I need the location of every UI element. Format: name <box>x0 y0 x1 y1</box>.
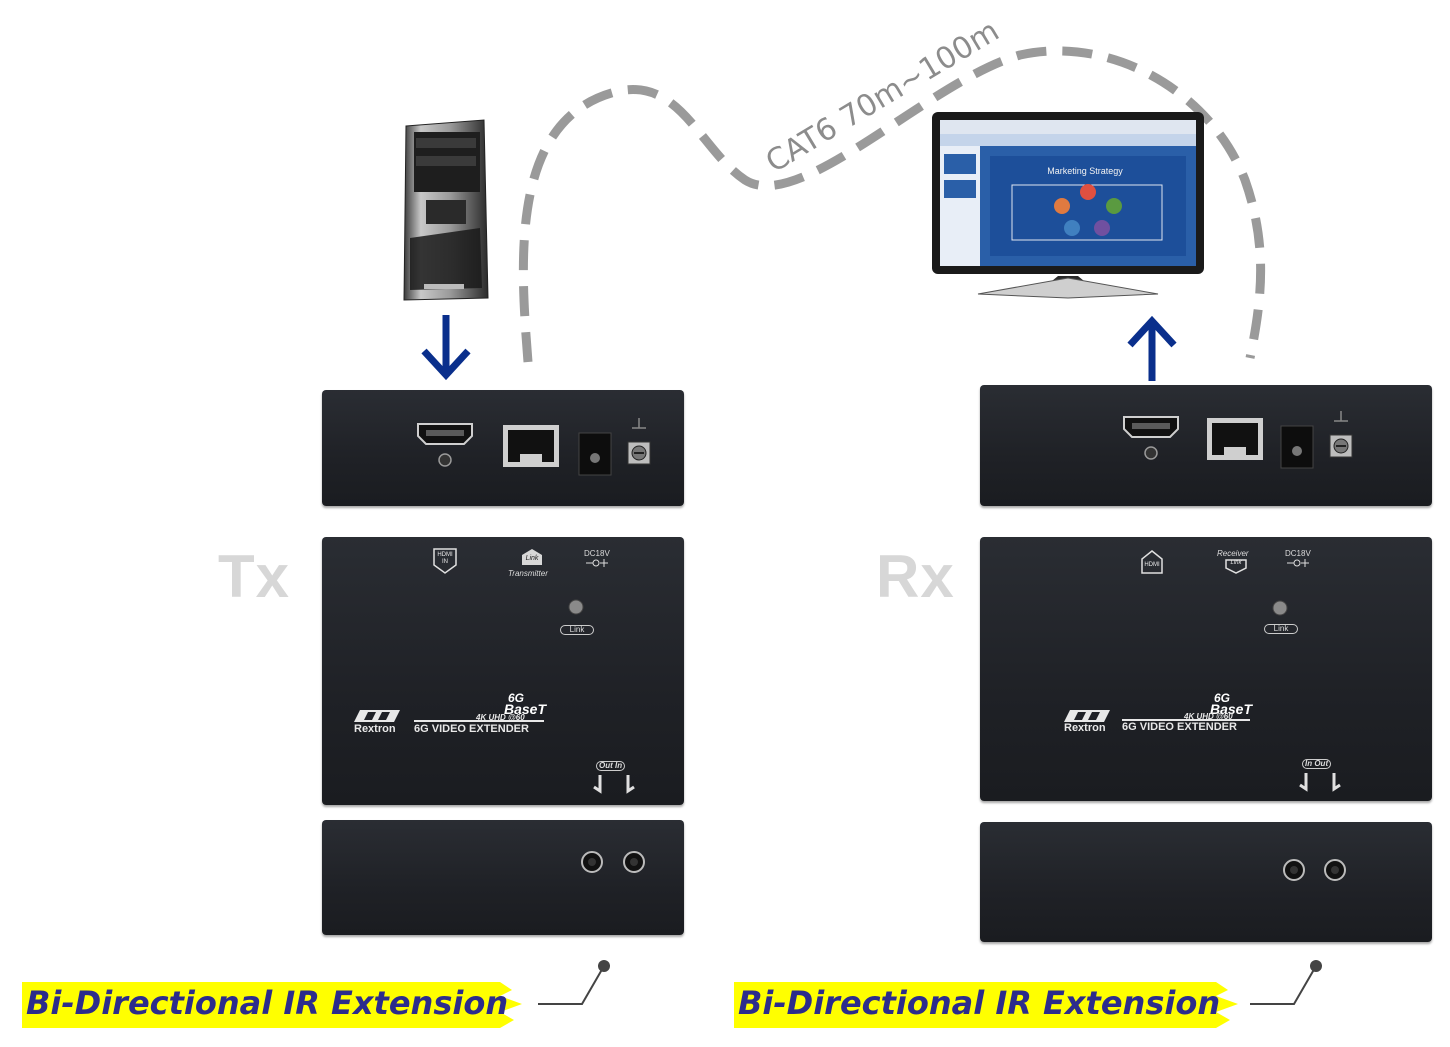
rx-top-panel: HDMI Receiver Link DC18V Link Rextron 6G… <box>980 537 1432 801</box>
rx-link-label: Link <box>1230 560 1242 566</box>
tx-ir-caption: Bi-Directional IR Extension <box>26 984 509 1022</box>
dc-power-jack-icon[interactable] <box>578 432 612 476</box>
ir-jack-out-icon[interactable] <box>1323 858 1347 882</box>
tx-hdmi-sub: IN <box>442 559 448 565</box>
rx-led-label: Link <box>1264 624 1298 634</box>
rx-hdmi-label: HDMI <box>1144 562 1160 568</box>
ground-screw-icon <box>1329 411 1353 458</box>
link-port-icon <box>522 549 542 565</box>
dc-power-jack-icon[interactable] <box>1280 425 1314 469</box>
tx-brand: Rextron <box>354 723 396 735</box>
rx-logo-res: 4K UHD @60 <box>1184 712 1233 721</box>
ir-jack-in-icon[interactable] <box>1282 858 1306 882</box>
tx-logo-res: 4K UHD @60 <box>476 713 525 722</box>
ir-jack-in-icon[interactable] <box>622 850 646 874</box>
tx-role-label: Transmitter <box>508 569 548 578</box>
tx-logo-top: 6G <box>508 691 525 705</box>
ir-jack-out-icon[interactable] <box>580 850 604 874</box>
tx-rear-panel <box>322 390 684 506</box>
link-led-icon <box>568 599 584 615</box>
tx-led-label: Link <box>560 625 594 635</box>
ir-ports-icon <box>1299 773 1341 792</box>
rx-front-panel <box>980 822 1432 942</box>
hdmi-port-icon[interactable] <box>1122 415 1182 463</box>
tx-label: Tx <box>218 543 291 610</box>
rx-ir-highlight <box>734 982 1238 1028</box>
slide-title: Marketing Strategy <box>1047 166 1123 176</box>
tx-hdmi-label: HDMI <box>437 552 453 558</box>
rx-product: 6G VIDEO EXTENDER <box>1122 721 1237 733</box>
tx-link-label: Link <box>525 555 539 562</box>
rx-ir-ports: In Out <box>1302 759 1332 769</box>
tx-logo-base: BaseT <box>504 701 547 717</box>
arrow-down-icon <box>421 315 471 381</box>
tx-top-panel: HDMI IN Link Transmitter DC18V Link Rext… <box>322 537 684 805</box>
tx-dc-label: DC18V <box>584 549 610 558</box>
tx-product: 6G VIDEO EXTENDER <box>414 723 529 735</box>
rx-rear-panel <box>980 385 1432 506</box>
link-port-icon <box>1225 559 1247 574</box>
logo-underline <box>414 720 544 722</box>
rx-role-label: Receiver <box>1217 549 1249 558</box>
tx-ir-ports: Out In <box>596 761 626 771</box>
tx-front-panel <box>322 820 684 935</box>
rextron-logo-icon <box>1064 710 1110 722</box>
rextron-logo-icon <box>354 710 400 722</box>
rj45-port-icon[interactable] <box>502 424 560 468</box>
rj45-port-icon[interactable] <box>1206 417 1264 461</box>
tx-ir-highlight <box>22 982 522 1028</box>
hdmi-port-icon[interactable] <box>416 422 476 470</box>
tx-ir-pointer <box>538 960 610 1005</box>
rx-label: Rx <box>876 543 955 610</box>
rx-ir-pointer <box>1250 960 1322 1005</box>
rx-dc-label: DC18V <box>1285 549 1311 558</box>
rx-logo-base: BaseT <box>1210 701 1253 717</box>
arrow-up-icon <box>1127 315 1177 381</box>
link-led-icon <box>1272 600 1288 616</box>
ir-ports-icon <box>593 775 635 794</box>
hdmi-out-icon <box>1141 550 1163 574</box>
hdmi-in-icon <box>433 548 457 574</box>
tv-monitor-icon <box>932 112 1204 299</box>
dc-polarity-icon <box>1287 559 1309 567</box>
dc-polarity-icon <box>586 559 608 567</box>
rx-brand: Rextron <box>1064 722 1106 734</box>
rx-logo-top: 6G <box>1214 691 1231 705</box>
logo-underline <box>1122 719 1250 721</box>
pc-tower-icon <box>403 119 489 301</box>
rx-ir-caption: Bi-Directional IR Extension <box>738 984 1221 1022</box>
ground-screw-icon <box>627 418 651 465</box>
